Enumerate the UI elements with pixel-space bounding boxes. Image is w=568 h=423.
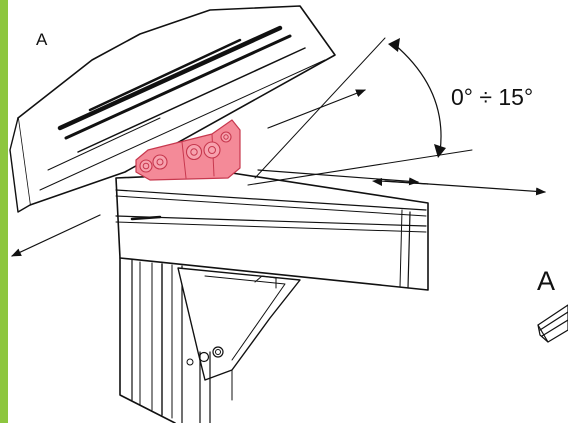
side-color-strip <box>0 0 8 423</box>
tilted-panel <box>9 5 336 213</box>
profile-detail-view <box>537 304 568 343</box>
corner-bracket <box>177 267 301 423</box>
detail-label-a-side: A <box>537 266 556 296</box>
horizontal-profile-beam <box>115 172 429 291</box>
vertical-post <box>119 257 183 423</box>
detail-label-a-top: A <box>36 30 48 49</box>
arrow-icon <box>11 89 546 257</box>
hinge-icon <box>135 119 241 181</box>
angle-range-label: 0° ÷ 15° <box>451 84 534 110</box>
